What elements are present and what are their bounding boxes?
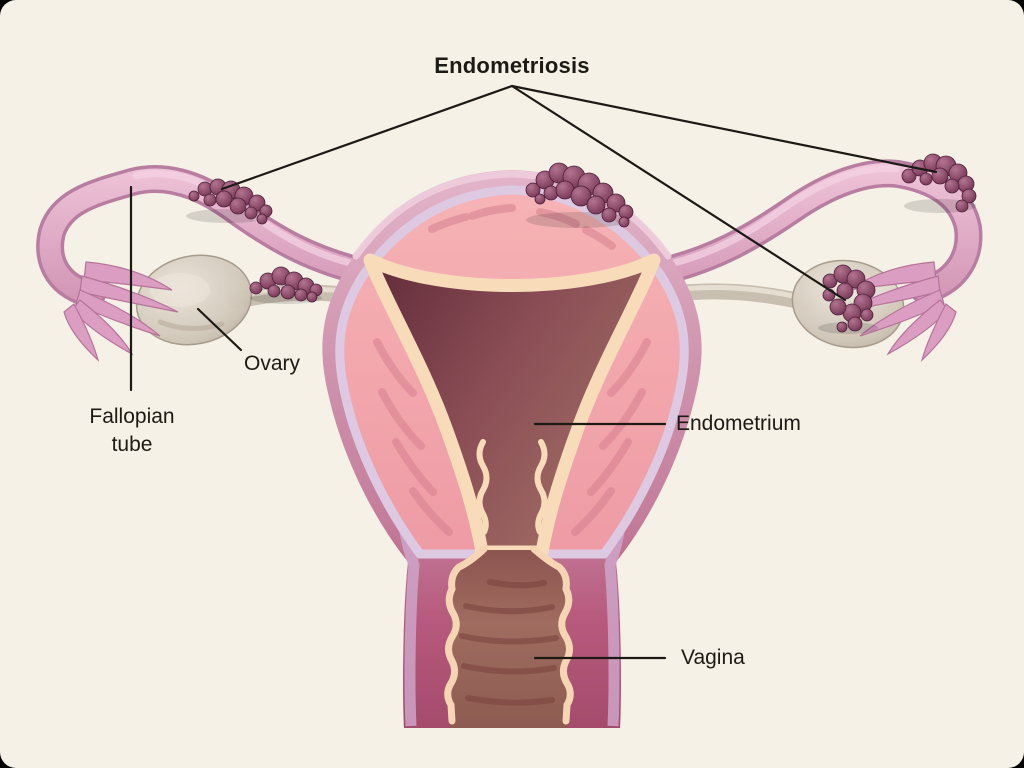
diagram-title: Endometriosis [434,53,590,78]
cervical-canal-waves [476,439,548,535]
lesion-cluster-fundus [525,162,634,228]
vagina-rugae-ridges [459,579,559,706]
label-fallopian-line2: tube [111,433,153,457]
ovary-pointer-line [196,307,243,352]
label-fallopian-line1: Fallopian [89,405,175,428]
left-fallopian-tube [36,165,370,362]
endometrium-lining [363,253,661,559]
uterus [322,170,702,728]
pointer-lines [129,84,938,660]
lesion-cluster-left-ligament [249,266,323,303]
label-fallopian-tube: Fallopian tube [62,403,202,460]
lesion-cluster-left-tube [188,178,273,225]
title-line-to-right-ovary-lesions [510,84,847,302]
title-line-to-right-tube-lesions [510,84,938,174]
title-line-to-left-tube-lesions [220,84,514,191]
label-endometrium: Endometrium [676,412,801,435]
label-vagina: Vagina [681,646,745,669]
label-ovary: Ovary [244,352,301,375]
vagina-cream-borders [444,545,574,725]
left-fimbriae [63,261,179,362]
